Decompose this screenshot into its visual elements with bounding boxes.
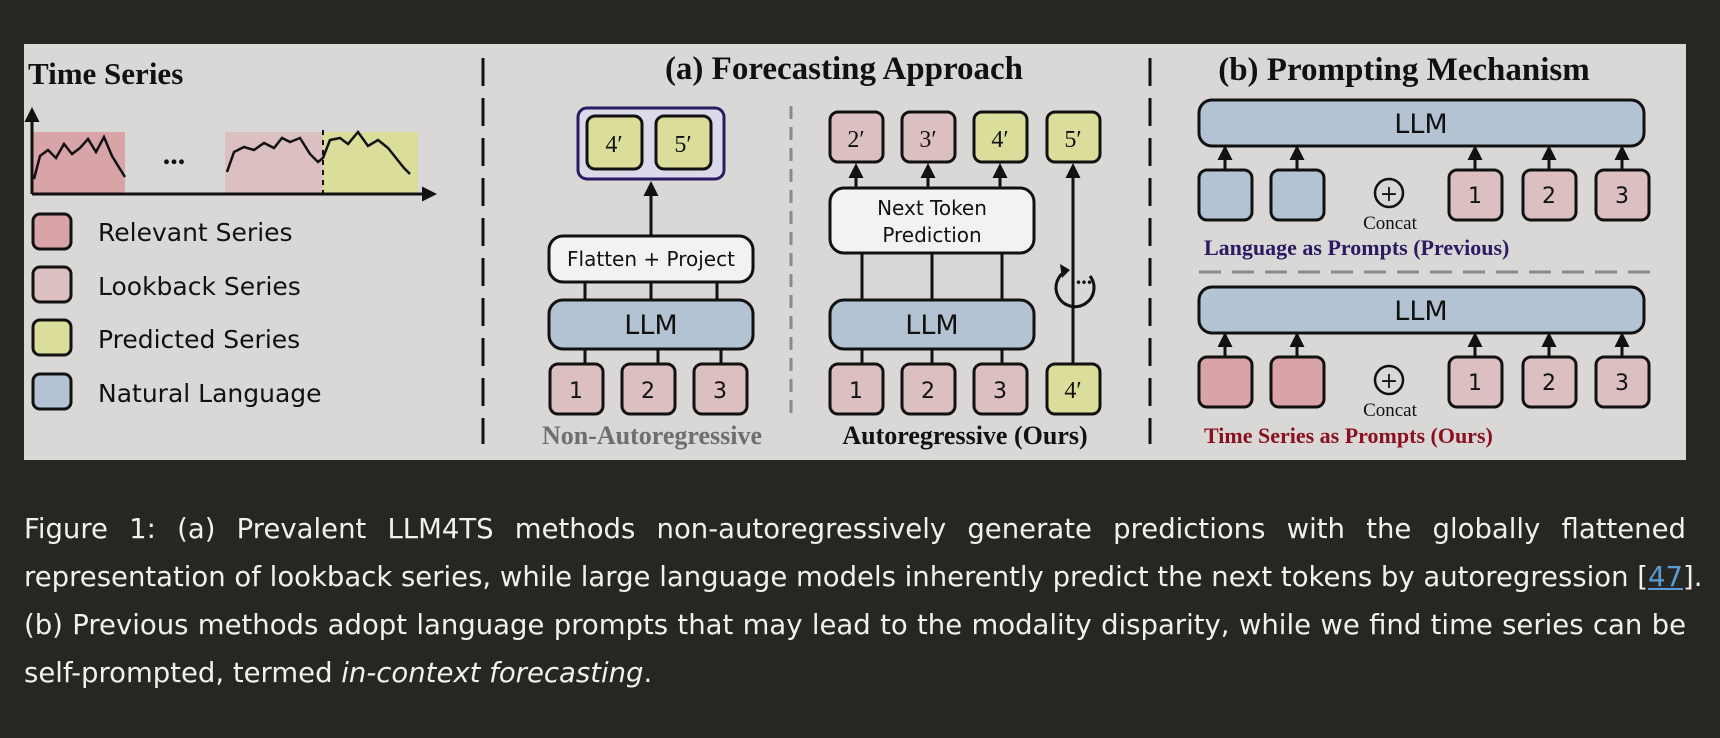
legend-swatch-language (31, 372, 73, 411)
token-label: 2 (1542, 371, 1556, 396)
next-token-label-line2: Prediction (882, 223, 981, 247)
non-autoregressive-diagram: 4′ 5′ Flatten + Project LLM 1 2 3 Non-Au… (542, 106, 762, 450)
ar-output-label: 3′ (919, 127, 936, 153)
token-label: 2 (1542, 184, 1556, 209)
token-label: 1 (1468, 371, 1482, 396)
loop-arrowhead (1060, 264, 1070, 278)
legend-swatch-relevant (31, 212, 73, 251)
loop-icon (1054, 268, 1096, 309)
series-ellipsis: ... (163, 138, 186, 171)
llm-label: LLM (1394, 296, 1447, 327)
lookback-token (1594, 355, 1651, 409)
ar-output-label: 2′ (847, 127, 864, 153)
caption-emphasis: in-context forecasting (341, 657, 644, 689)
non-ar-output-label: 5′ (674, 132, 691, 158)
autoregressive-label: Autoregressive (Ours) (842, 421, 1087, 450)
lookback-token (900, 362, 957, 416)
ar-output-token (972, 110, 1029, 164)
token-label: 3 (1615, 371, 1629, 396)
flatten-project-label: Flatten + Project (567, 247, 735, 271)
panel-a-title: (a) Forecasting Approach (665, 51, 1023, 87)
relevant-token (1269, 355, 1326, 409)
relevant-series-line (32, 134, 127, 180)
relevant-token (1197, 355, 1254, 409)
lookback-token (972, 362, 1029, 416)
lookback-token (1521, 355, 1578, 409)
legend: Relevant Series Lookback Series Predicte… (31, 212, 322, 411)
non-ar-output-label: 4′ (605, 132, 622, 158)
token-label: 3 (1615, 184, 1629, 209)
figure: Time Series ... Relevant Series Lookback… (24, 44, 1686, 460)
ar-output-label: 4′ (991, 127, 1008, 153)
concat-label: Concat (1363, 213, 1418, 234)
token-label: 1 (849, 379, 863, 404)
token-label: 3 (993, 379, 1007, 404)
token-label: 3 (713, 379, 727, 404)
token-label: 2 (641, 379, 655, 404)
legend-swatch-lookback (31, 265, 73, 304)
caption-text: . (643, 657, 653, 689)
legend-swatch-predicted (31, 318, 73, 357)
non-autoregressive-label: Non-Autoregressive (542, 421, 762, 450)
autoregressive-diagram: 2′ 3′ 4′ 5′ Next Token Prediction LLM 1 … (828, 110, 1102, 450)
legend-label-lookback: Lookback Series (98, 272, 301, 301)
figure-caption: Figure 1: (a) Prevalent LLM4TS methods n… (24, 505, 1702, 697)
caption-text: representation of lookback series, while… (24, 561, 1648, 593)
llm-label: LLM (624, 310, 677, 341)
next-token-label-line1: Next Token (877, 196, 987, 220)
lookback-token (548, 362, 605, 416)
citation-link[interactable]: 47 (1647, 561, 1683, 593)
token-label: 1 (569, 379, 583, 404)
ar-output-token (1045, 110, 1102, 164)
ar-output-label: 5′ (1064, 127, 1081, 153)
legend-label-language: Natural Language (98, 379, 322, 408)
lookback-token (620, 362, 677, 416)
caption-line: (b) Previous methods adopt language prom… (24, 609, 1686, 641)
caption-line: Figure 1: (a) Prevalent LLM4TS methods n… (24, 513, 1686, 545)
llm-label: LLM (905, 310, 958, 341)
concat-plus: + (1380, 369, 1398, 394)
concat-icon (1373, 177, 1405, 209)
language-token (1269, 168, 1326, 222)
llm-box (1197, 98, 1646, 148)
lookback-token (1594, 168, 1651, 222)
time-series-prompts-diagram: LLM + Concat 1 2 3 Time Series as Prompt… (1197, 285, 1651, 448)
language-prompts-label: Language as Prompts (Previous) (1204, 235, 1509, 260)
non-ar-output-token (654, 114, 713, 171)
lookback-region (225, 132, 323, 194)
caption-text: self-prompted, termed (24, 657, 342, 689)
caption-text: ]. (1682, 561, 1703, 593)
ar-output-token (900, 110, 957, 164)
concat-plus: + (1380, 182, 1398, 207)
non-ar-output-token (585, 114, 644, 171)
legend-label-relevant: Relevant Series (98, 218, 293, 247)
lookback-token (1447, 168, 1504, 222)
time-series-title: Time Series (28, 56, 183, 91)
lookback-series-line (225, 129, 411, 175)
language-prompts-diagram: LLM + Concat 1 2 3 Language as Prompts (… (1197, 98, 1651, 260)
concat-icon (1373, 364, 1405, 396)
legend-label-predicted: Predicted Series (98, 325, 300, 354)
caption-line: self-prompted, termed in-context forecas… (24, 649, 1686, 697)
lookback-token (692, 362, 749, 416)
lookback-token (828, 362, 885, 416)
loop-dots: ... (1076, 264, 1093, 289)
figure-diagram: Time Series ... Relevant Series Lookback… (24, 51, 1654, 450)
caption-line: representation of lookback series, while… (24, 553, 1702, 601)
llm-box (1197, 285, 1646, 335)
concat-label: Concat (1363, 400, 1418, 421)
predicted-region (323, 132, 418, 194)
time-series-prompts-label: Time Series as Prompts (Ours) (1204, 423, 1493, 448)
ar-output-token (828, 110, 885, 164)
relevant-region (32, 132, 125, 194)
lookback-token (1447, 355, 1504, 409)
llm-box (547, 298, 755, 351)
token-label: 4′ (1064, 378, 1081, 404)
token-label: 2 (921, 379, 935, 404)
language-token (1197, 168, 1254, 222)
lookback-token (1521, 168, 1578, 222)
token-label: 1 (1468, 184, 1482, 209)
llm-label: LLM (1394, 109, 1447, 140)
panel-b-title: (b) Prompting Mechanism (1218, 52, 1590, 88)
